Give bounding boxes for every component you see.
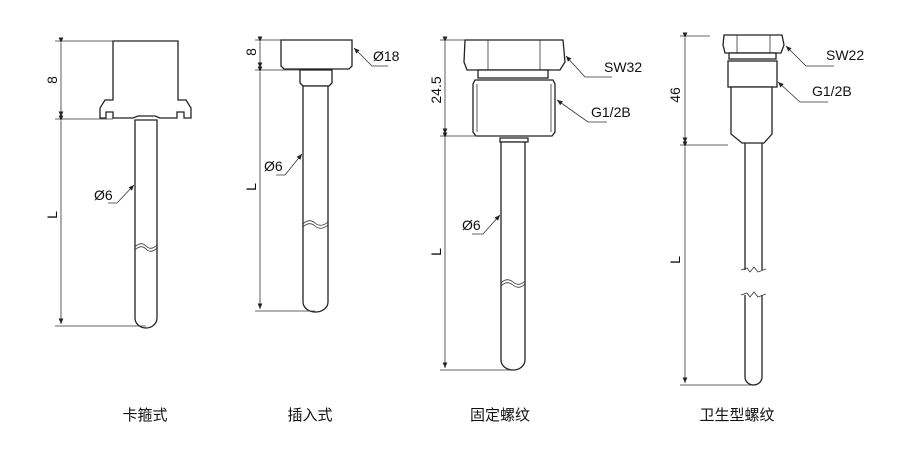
dim-head-label: 8 (243, 48, 259, 56)
caption-sanitary-thread: 卫生型螺纹 (699, 406, 774, 424)
tube-lower (744, 295, 763, 386)
neck (299, 69, 333, 87)
tube-diameter-label: Ø6 (462, 217, 481, 233)
body (730, 86, 773, 144)
tube (302, 85, 329, 313)
drawing-sanitary-thread: 46 L SW22 G1/2B 卫生型螺纹 (667, 32, 864, 424)
dim-head-label: 46 (667, 87, 683, 103)
tube-upper (744, 143, 763, 270)
dim-head-label: 8 (44, 76, 60, 84)
dim-head-label: 24.5 (428, 76, 444, 103)
neck (499, 137, 529, 143)
drawing-insertion-type: 8 L Ø18 Ø6 插入式 (243, 36, 400, 424)
caption-fixed-thread: 固定螺纹 (470, 406, 530, 424)
dim-length-label: L (667, 256, 683, 264)
drawing-clamp-type: 8 L Ø6 卡箍式 (44, 37, 192, 424)
hex-size-label: SW32 (604, 59, 642, 75)
hex-size-label: SW22 (826, 47, 864, 63)
head-disc (280, 39, 353, 70)
hex-collar (728, 52, 777, 60)
caption-clamp: 卡箍式 (122, 406, 167, 424)
dim-length-label: L (44, 211, 60, 219)
hex-collar (477, 69, 549, 79)
tube-diameter-label: Ø6 (94, 187, 113, 203)
drawing-fixed-thread: 24.5 L SW32 G1/2B Ø6 固定螺纹 (428, 36, 642, 424)
clamp-head (99, 40, 192, 119)
hex-nut (463, 39, 566, 71)
dim-length-label: L (428, 248, 444, 256)
tube (134, 119, 158, 329)
tube (500, 141, 526, 371)
head-diameter-label: Ø18 (373, 48, 400, 64)
thread-label: G1/2B (812, 83, 852, 99)
caption-insertion: 插入式 (287, 406, 332, 424)
dim-length-label: L (243, 183, 259, 191)
thread-label: G1/2B (591, 104, 631, 120)
thread (472, 79, 556, 137)
hex-nut (722, 34, 785, 54)
thread (727, 60, 778, 88)
tube-diameter-label: Ø6 (264, 158, 283, 174)
